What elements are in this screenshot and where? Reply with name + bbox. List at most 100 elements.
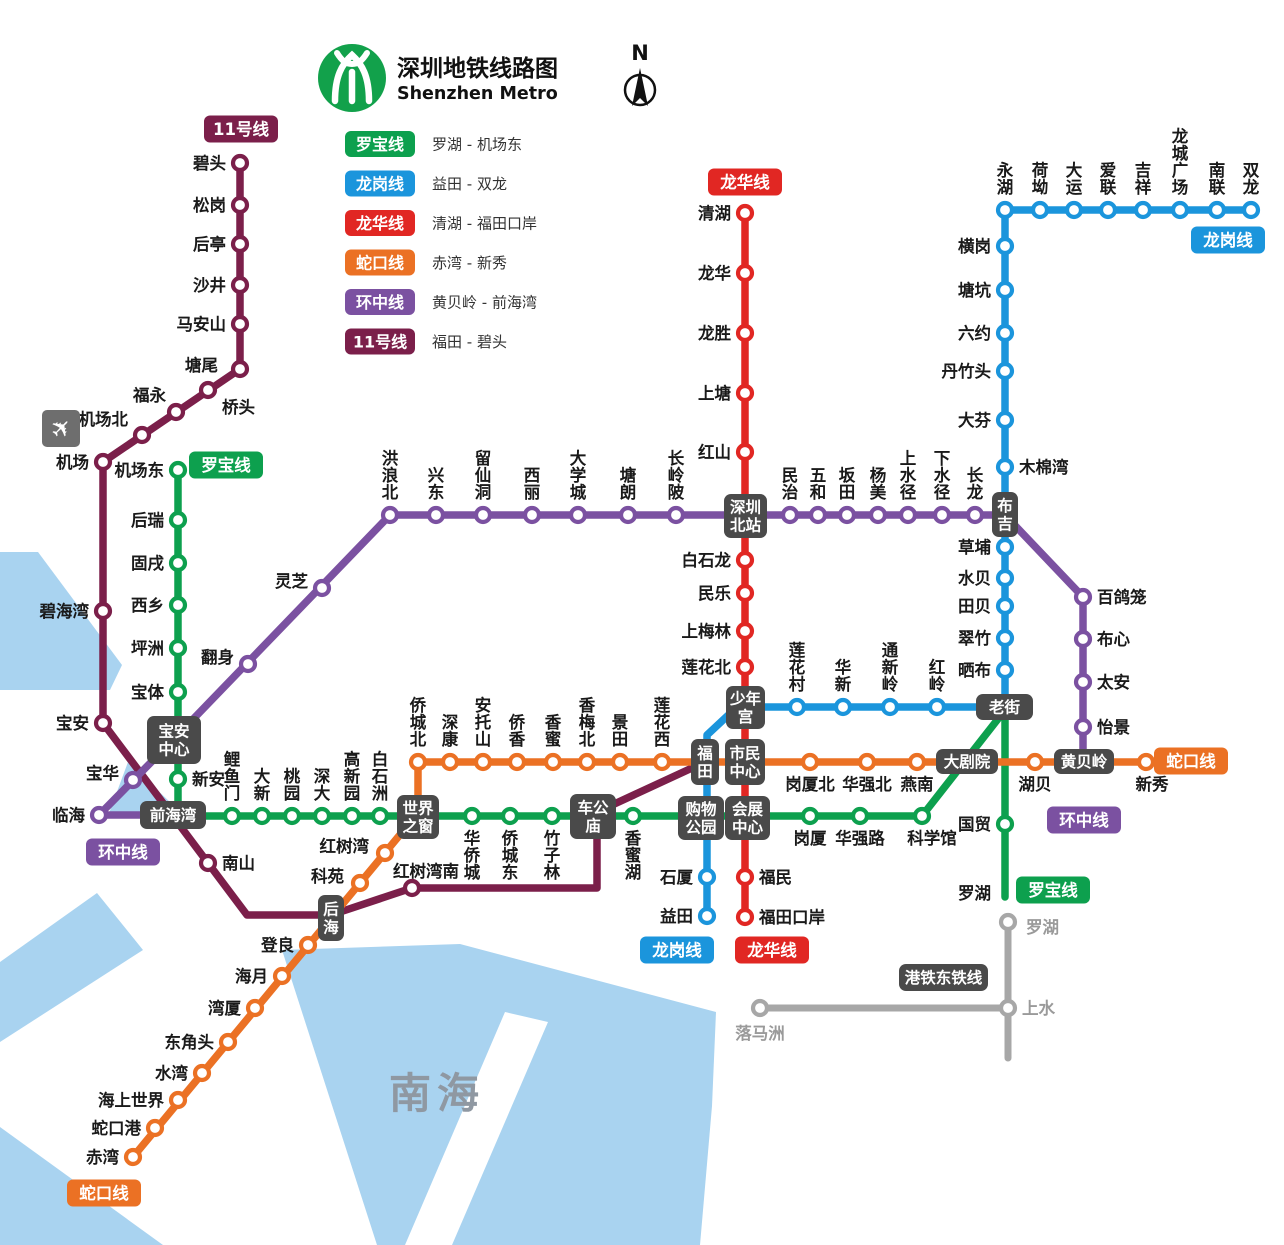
station-上水径[interactable] xyxy=(898,505,918,525)
station-翻身[interactable] xyxy=(238,654,258,674)
station-坪洲[interactable] xyxy=(168,638,188,658)
interchange-购物公园[interactable]: 购物公园 xyxy=(678,796,724,840)
station-罗湖[interactable] xyxy=(998,912,1018,932)
station-百鸽笼[interactable] xyxy=(1073,587,1093,607)
station-莲花西[interactable] xyxy=(652,752,672,772)
station-后瑞[interactable] xyxy=(168,510,188,530)
station-洪浪北[interactable] xyxy=(380,505,400,525)
station-西丽[interactable] xyxy=(522,505,542,525)
station-六约[interactable] xyxy=(995,323,1015,343)
station-湾厦[interactable] xyxy=(245,998,265,1018)
station-木棉湾[interactable] xyxy=(995,457,1015,477)
station-侨城东[interactable] xyxy=(500,806,520,826)
station-科学馆[interactable] xyxy=(912,806,932,826)
station-福永[interactable] xyxy=(166,402,186,422)
station-松岗[interactable] xyxy=(230,195,250,215)
station-大芬[interactable] xyxy=(995,410,1015,430)
station-红树湾南[interactable] xyxy=(402,878,422,898)
station-华侨城[interactable] xyxy=(462,806,482,826)
station-华新[interactable] xyxy=(833,697,853,717)
station-灵芝[interactable] xyxy=(312,578,332,598)
station-宝体[interactable] xyxy=(168,682,188,702)
station-水湾[interactable] xyxy=(192,1063,212,1083)
station-海月[interactable] xyxy=(272,966,292,986)
station-水贝[interactable] xyxy=(995,568,1015,588)
interchange-福田[interactable]: 福田 xyxy=(691,739,719,785)
station-沙井[interactable] xyxy=(230,275,250,295)
interchange-深圳北站[interactable]: 深圳北站 xyxy=(724,494,767,538)
station-塘朗[interactable] xyxy=(618,505,638,525)
station-通新岭[interactable] xyxy=(880,697,900,717)
station-临海[interactable] xyxy=(89,805,109,825)
station-湖贝[interactable] xyxy=(1025,752,1045,772)
station-长岭陂[interactable] xyxy=(666,505,686,525)
station-永湖[interactable] xyxy=(995,200,1015,220)
station-横岗[interactable] xyxy=(995,236,1015,256)
station-莲花北[interactable] xyxy=(735,657,755,677)
station-布心[interactable] xyxy=(1073,629,1093,649)
station-石厦[interactable] xyxy=(697,867,717,887)
station-国贸[interactable] xyxy=(995,814,1015,834)
station-蛇口港[interactable] xyxy=(145,1118,165,1138)
station-益田[interactable] xyxy=(697,906,717,926)
station-龙胜[interactable] xyxy=(735,323,755,343)
station-海上世界[interactable] xyxy=(168,1090,188,1110)
station-民乐[interactable] xyxy=(735,583,755,603)
station-科苑[interactable] xyxy=(350,873,370,893)
station-深大[interactable] xyxy=(312,806,332,826)
station-杨美[interactable] xyxy=(868,505,888,525)
station-荷坳[interactable] xyxy=(1030,200,1050,220)
station-红岭[interactable] xyxy=(927,697,947,717)
station-坂田[interactable] xyxy=(837,505,857,525)
station-南山[interactable] xyxy=(198,853,218,873)
station-上塘[interactable] xyxy=(735,383,755,403)
interchange-宝安中心[interactable]: 宝安中心 xyxy=(147,716,201,764)
station-五和[interactable] xyxy=(808,505,828,525)
station-红树湾[interactable] xyxy=(375,843,395,863)
station-丹竹头[interactable] xyxy=(995,361,1015,381)
station-登良[interactable] xyxy=(298,935,318,955)
station-大运[interactable] xyxy=(1064,200,1084,220)
station-机场北[interactable] xyxy=(132,425,152,445)
station-鲤鱼门[interactable] xyxy=(222,806,242,826)
station-新安[interactable] xyxy=(168,769,188,789)
station-华强路[interactable] xyxy=(850,806,870,826)
station-白石龙[interactable] xyxy=(735,550,755,570)
station-机场东[interactable] xyxy=(168,460,188,480)
station-龙城广场[interactable] xyxy=(1170,200,1190,220)
station-深康[interactable] xyxy=(440,752,460,772)
station-怡景[interactable] xyxy=(1073,717,1093,737)
station-太安[interactable] xyxy=(1073,672,1093,692)
station-翠竹[interactable] xyxy=(995,628,1015,648)
station-后亭[interactable] xyxy=(230,234,250,254)
station-福民[interactable] xyxy=(735,867,755,887)
station-下水径[interactable] xyxy=(932,505,952,525)
station-机场[interactable] xyxy=(93,452,113,472)
station-红山[interactable] xyxy=(735,442,755,462)
station-东角头[interactable] xyxy=(218,1032,238,1052)
station-固戌[interactable] xyxy=(168,553,188,573)
station-长龙[interactable] xyxy=(965,505,985,525)
station-塘坑[interactable] xyxy=(995,280,1015,300)
interchange-市民中心[interactable]: 市民中心 xyxy=(725,739,765,785)
station-民治[interactable] xyxy=(780,505,800,525)
station-岗厦[interactable] xyxy=(800,806,820,826)
station-落马洲[interactable] xyxy=(750,998,770,1018)
interchange-后海[interactable]: 后海 xyxy=(318,895,344,941)
station-兴东[interactable] xyxy=(426,505,446,525)
station-爱联[interactable] xyxy=(1098,200,1118,220)
station-华强北[interactable] xyxy=(857,752,877,772)
station-福田口岸[interactable] xyxy=(735,907,755,927)
station-晒布[interactable] xyxy=(995,660,1015,680)
station-大新[interactable] xyxy=(252,806,272,826)
interchange-黄贝岭[interactable]: 黄贝岭 xyxy=(1054,749,1114,774)
interchange-港铁东铁线[interactable]: 港铁东铁线 xyxy=(899,964,988,991)
station-香蜜湖[interactable] xyxy=(623,806,643,826)
interchange-少年宫[interactable]: 少年宫 xyxy=(726,686,765,729)
station-草埔[interactable] xyxy=(995,537,1015,557)
station-留仙洞[interactable] xyxy=(473,505,493,525)
station-宝安[interactable] xyxy=(93,713,113,733)
station-新秀[interactable] xyxy=(1136,752,1156,772)
station-上水[interactable] xyxy=(998,998,1018,1018)
station-吉祥[interactable] xyxy=(1133,200,1153,220)
